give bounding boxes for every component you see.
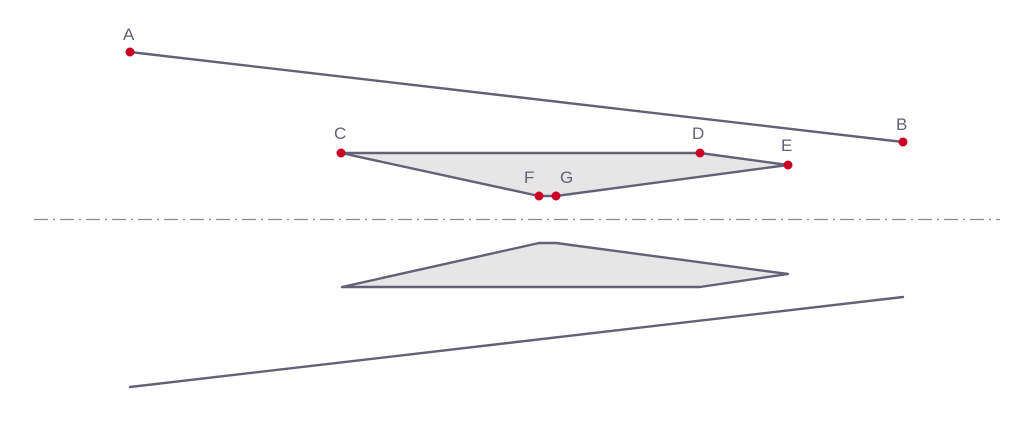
label-b: B: [896, 115, 907, 134]
point-c[interactable]: [336, 148, 346, 158]
segment-ab: [128, 50, 905, 144]
point-a[interactable]: [125, 47, 135, 57]
label-e: E: [781, 136, 792, 155]
point-f[interactable]: [534, 191, 544, 201]
label-a: A: [123, 25, 135, 44]
label-g: G: [560, 168, 573, 187]
point-d[interactable]: [695, 148, 705, 158]
label-f: F: [524, 168, 534, 187]
point-b[interactable]: [898, 137, 908, 147]
polygon-cdegf: [339, 151, 790, 198]
reflected-polygon: [340, 241, 790, 289]
point-g[interactable]: [551, 191, 561, 201]
label-d: D: [692, 124, 704, 143]
point-e[interactable]: [783, 160, 793, 170]
reflected-segment: [128, 295, 905, 389]
label-c: C: [334, 124, 346, 143]
